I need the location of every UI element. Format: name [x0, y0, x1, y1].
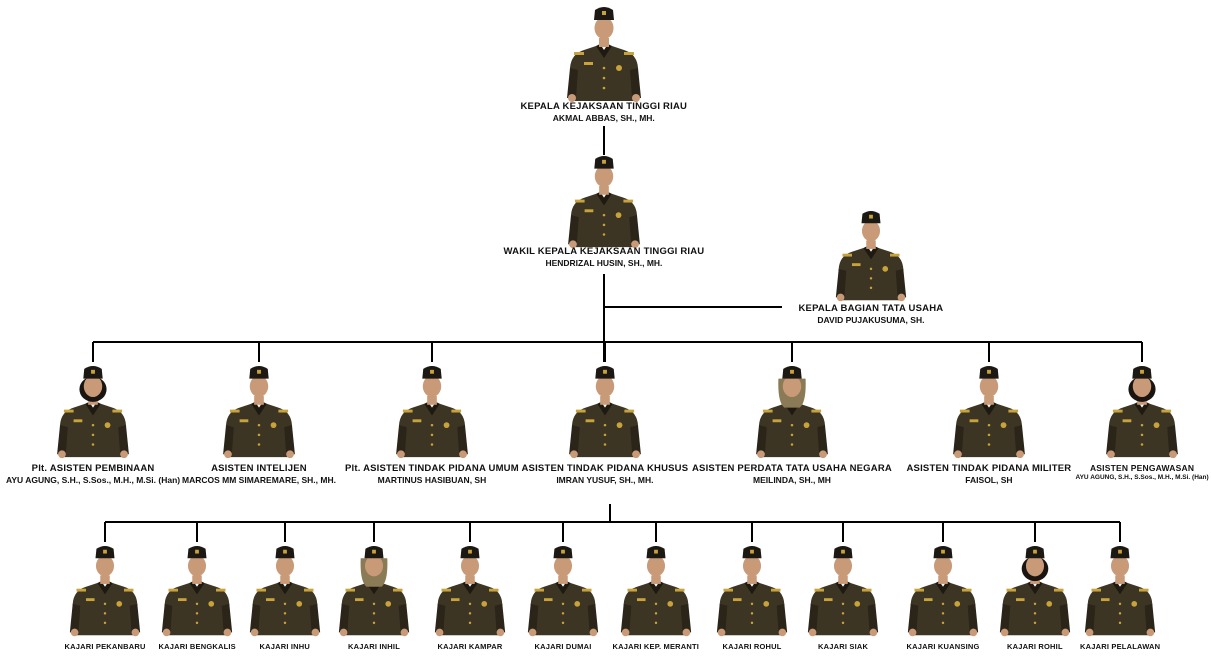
- kajari-label-1: KAJARI BENGKALIS: [159, 642, 236, 651]
- position-title: KEPALA BAGIAN TATA USAHA: [798, 303, 944, 314]
- person-name: HENDRIZAL HUSIN, SH., MH.: [545, 257, 663, 268]
- position-title: ASISTEN PENGAWASAN: [1089, 463, 1195, 473]
- portrait-assistant-4: [756, 365, 828, 459]
- person-name: AYU AGUNG, S.H., S.Sos., M.H., M.Si. (Ha…: [6, 474, 181, 485]
- portrait-kajari-11: [1084, 545, 1156, 637]
- kajari-label-9: KAJARI KUANSING: [907, 642, 980, 651]
- person-name: MEILINDA, SH., MH: [753, 474, 831, 485]
- kajari-label-6: KAJARI KEP. MERANTI: [613, 642, 700, 651]
- portrait-head: [567, 7, 641, 102]
- portrait-admin: [835, 210, 907, 302]
- position-title: KAJARI KUANSING: [906, 642, 980, 651]
- position-title: ASISTEN INTELIJEN: [211, 463, 307, 474]
- portrait-kajari-1: [161, 545, 233, 637]
- position-title: KAJARI ROHUL: [722, 642, 782, 651]
- position-title: KAJARI ROHIL: [1007, 642, 1063, 651]
- portrait-assistant-0: [57, 365, 129, 459]
- portrait-kajari-2: [249, 545, 321, 637]
- portrait-kajari-3: [338, 545, 410, 637]
- portrait-kajari-7: [716, 545, 788, 637]
- position-title: ASISTEN PERDATA TATA USAHA NEGARA: [692, 463, 892, 474]
- kajari-label-10: KAJARI ROHIL: [1007, 642, 1063, 651]
- position-title: KAJARI DUMAI: [534, 642, 592, 651]
- portraits: [57, 7, 1178, 637]
- position-title: Plt. ASISTEN PEMBINAAN: [31, 463, 155, 474]
- position-title: KAJARI KEP. MERANTI: [612, 642, 700, 651]
- kajari-label-7: KAJARI ROHUL: [723, 642, 782, 651]
- kajari-label-2: KAJARI INHU: [260, 642, 311, 651]
- portrait-kajari-9: [907, 545, 979, 637]
- position-title: KAJARI PELALAWAN: [1080, 642, 1161, 651]
- kajari-label-8: KAJARI SIAK: [818, 642, 868, 651]
- person-name: DAVID PUJAKUSUMA, SH.: [817, 314, 925, 325]
- position-title: KAJARI INHU: [259, 642, 311, 651]
- portrait-kajari-5: [527, 545, 599, 637]
- position-title: ASISTEN TINDAK PIDANA KHUSUS: [521, 463, 689, 474]
- connector-lines: [92, 126, 1143, 542]
- portrait-kajari-0: [69, 545, 141, 637]
- person-name: IMRAN YUSUF, SH., MH.: [556, 474, 654, 485]
- kajari-label-5: KAJARI DUMAI: [535, 642, 592, 651]
- position-title: ASISTEN TINDAK PIDANA MILITER: [906, 463, 1072, 474]
- portrait-assistant-3: [569, 365, 641, 459]
- portrait-assistant-2: [396, 365, 468, 459]
- position-title: KAJARI BENGKALIS: [158, 642, 236, 651]
- position-title: KAJARI INHIL: [348, 642, 400, 651]
- kajari-label-4: KAJARI KAMPAR: [438, 642, 503, 651]
- portrait-deputy: [568, 155, 640, 249]
- person-name: MARCOS MM SIMAREMARE, SH., MH.: [182, 474, 336, 485]
- kajari-label-3: KAJARI INHIL: [348, 642, 400, 651]
- position-title: KAJARI KAMPAR: [437, 642, 503, 651]
- position-title: KAJARI SIAK: [818, 642, 869, 651]
- person-name: MARTINUS HASIBUAN, SH: [377, 474, 487, 485]
- portrait-assistant-5: [953, 365, 1025, 459]
- position-title: WAKIL KEPALA KEJAKSAAN TINGGI RIAU: [503, 246, 705, 257]
- portrait-kajari-4: [434, 545, 506, 637]
- portrait-kajari-8: [807, 545, 879, 637]
- portrait-assistant-1: [223, 365, 295, 459]
- person-name: AKMAL ABBAS, SH., MH.: [552, 112, 655, 123]
- position-title: KAJARI PEKANBARU: [64, 642, 146, 651]
- portrait-assistant-6: [1106, 365, 1178, 459]
- position-title: Plt. ASISTEN TINDAK PIDANA UMUM: [345, 463, 519, 474]
- person-name: AYU AGUNG, S.H., S.Sos., M.H., M.Si. (Ha…: [1075, 473, 1209, 481]
- position-title: KEPALA KEJAKSAAN TINGGI RIAU: [520, 101, 688, 112]
- portrait-kajari-6: [620, 545, 692, 637]
- kajari-label-11: KAJARI PELALAWAN: [1080, 642, 1160, 651]
- portrait-kajari-10: [999, 545, 1071, 637]
- kajari-label-0: KAJARI PEKANBARU: [65, 642, 146, 651]
- person-name: FAISOL, SH: [965, 474, 1013, 485]
